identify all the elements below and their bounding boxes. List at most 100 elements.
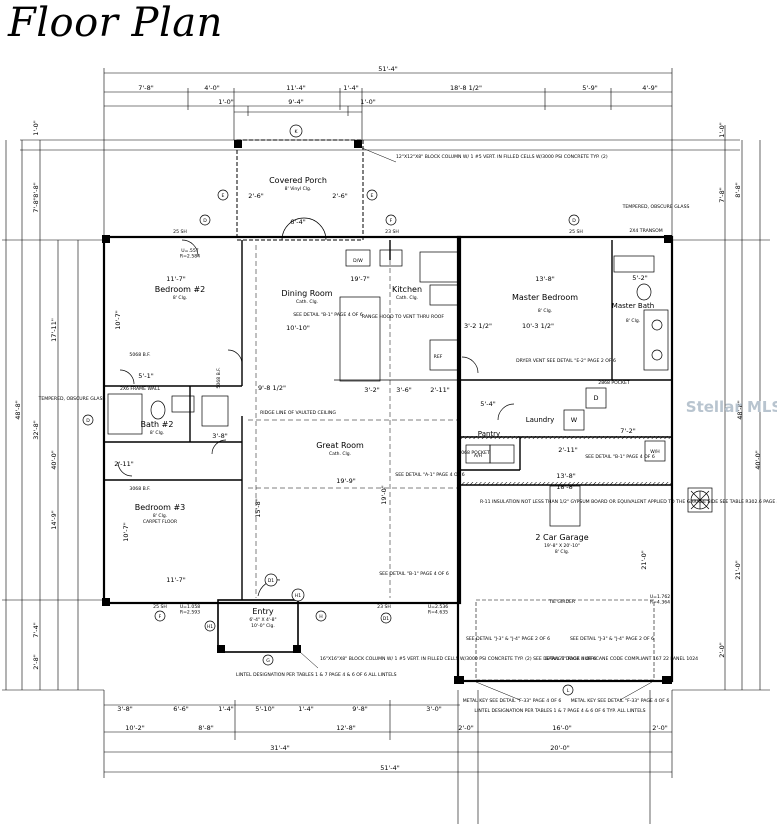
- exhaust-fan-symbol: [687, 487, 713, 513]
- note-appliance: D: [593, 394, 598, 402]
- dim-bottom-overall: 51'-4": [380, 764, 400, 772]
- room-sub: 8' Vinyl Clg.: [285, 186, 312, 192]
- detail-marker-label: E: [371, 193, 374, 199]
- detail-marker-label: D1: [383, 616, 390, 622]
- garage-door: [475, 599, 655, 681]
- note-appliance: D/W: [353, 258, 363, 264]
- room-sub: 8' Clg.: [626, 318, 640, 324]
- page-title: Floor Plan: [8, 0, 223, 46]
- dim-interior: 10'-10": [286, 324, 310, 332]
- dim-interior: 11'-7": [166, 275, 186, 283]
- dim-right: 48'-8": [736, 400, 744, 420]
- dim-bottom: 1'-4": [218, 705, 233, 713]
- dim-left: 40'-0": [50, 450, 58, 470]
- room-sub: CARPET FLOOR: [143, 519, 177, 525]
- dim-bottom: 3'-0": [426, 705, 441, 713]
- room-name-garage: 2 Car Garage: [535, 533, 588, 542]
- room-name-dining: Dining Room: [281, 289, 332, 298]
- room-sub: 10'-0" Clg.: [251, 623, 275, 629]
- detail-marker-label: H1: [207, 624, 213, 630]
- dim-bottom: 3'-8": [117, 705, 132, 713]
- hatched-walls: [458, 436, 672, 485]
- room-name-laundry: Laundry: [526, 416, 555, 424]
- dim-top: 1'-4": [343, 84, 358, 92]
- dim-bottom: 2'-0": [458, 724, 473, 732]
- dim-bottom: 1'-4": [298, 705, 313, 713]
- dim-left: 2'-8": [32, 654, 40, 669]
- dim-right: 21'-0": [734, 560, 742, 580]
- side-dimensions: [2, 125, 770, 691]
- dim-interior: 3'-2": [364, 386, 379, 394]
- room-name-bedroom-3: Bedroom #3: [135, 503, 186, 512]
- dim-interior: 2'-11": [114, 460, 134, 468]
- room-name-great-room: Great Room: [316, 441, 364, 450]
- dim-interior: 2'-11": [558, 446, 578, 454]
- dim-interior: 3'-6": [396, 386, 411, 394]
- detail-marker-label: D: [203, 218, 207, 224]
- detail-marker-label: E: [222, 193, 225, 199]
- detail-marker-label: K: [294, 129, 298, 135]
- dim-top: 4'-0": [204, 84, 219, 92]
- dim-interior: 10'-3 1/2": [522, 322, 554, 330]
- note-window: 23 SH: [385, 229, 399, 235]
- dim-interior: 10'-7": [114, 310, 122, 330]
- dim-interior: 18'-8": [556, 483, 576, 491]
- ceiling-lines: [248, 245, 458, 598]
- note-pocket: 2868 POCKET: [598, 380, 630, 386]
- dim-interior: 10'-7": [122, 522, 130, 542]
- note-see-detail: SEE DETAIL "B-1" PAGE 4 OF 6: [293, 312, 363, 318]
- room-name-pantry: Pantry: [478, 430, 500, 438]
- room-name-covered-porch: Covered Porch: [269, 176, 327, 185]
- dim-interior: 9'-8 1/2": [258, 384, 286, 392]
- detail-marker-label: L: [567, 688, 570, 694]
- watermark: Stellar MLS: [686, 398, 777, 416]
- note-window: 25 SH: [173, 229, 187, 235]
- room-sub: 8' Clg.: [538, 308, 552, 314]
- room-name-entry: Entry: [252, 607, 274, 616]
- dim-bottom: 12'-8": [336, 724, 356, 732]
- dim-top: 1'-0": [360, 98, 375, 106]
- leader-lines: [299, 147, 653, 701]
- note-see-detail: SEE DETAIL "J-3" & "J-4" PAGE 2 OF 6: [570, 636, 654, 642]
- dim-left: 48'-8": [14, 400, 22, 420]
- room-sub: Cath. Clg.: [329, 451, 351, 457]
- note-window: 25 SH: [569, 229, 583, 235]
- dim-interior: 2'-6": [248, 192, 263, 200]
- note-insulation: R-11 INSULATION NOT LESS THAN 1/2" GYPSU…: [480, 499, 777, 505]
- dim-bottom: 20'-0": [550, 744, 570, 752]
- note-window: 25 SH: [153, 604, 167, 610]
- dim-left: 7'-8": [32, 197, 40, 212]
- dim-top: 9'-4": [288, 98, 303, 106]
- note-window: 23 SH: [377, 604, 391, 610]
- dim-interior: 13'-8": [556, 472, 576, 480]
- dim-interior: 5'-4": [480, 400, 495, 408]
- detail-markers: [82, 124, 580, 696]
- dim-top: 11'-4": [286, 84, 306, 92]
- detail-marker-label: G: [266, 658, 270, 664]
- note-appliance: W/H: [650, 449, 660, 455]
- note-see-detail: SEE DETAIL "J-3" & "J-4" PAGE 2 OF 6: [466, 636, 550, 642]
- note-frame-wall: 2X6 FRAME WALL: [120, 386, 161, 392]
- note-appliance: A/H: [474, 453, 482, 459]
- dim-bottom: 31'-4": [270, 744, 290, 752]
- detail-marker-label: H: [319, 614, 322, 620]
- dim-bottom: 9'-8": [352, 705, 367, 713]
- dim-left: 7'-4": [32, 622, 40, 637]
- note-see-detail: SEE DETAIL "B-1" PAGE 4 OF 6: [379, 571, 449, 577]
- note-ridge: RIDGE LINE OF VAULTED CEILING: [260, 410, 336, 416]
- note-appliance: REF: [434, 354, 443, 360]
- dim-bottom: 5'-10": [255, 705, 275, 713]
- dim-right: 2'-0": [718, 642, 726, 657]
- dim-bottom: 2'-0": [652, 724, 667, 732]
- detail-marker-label: D1: [268, 578, 275, 584]
- dim-right: 40'-0": [754, 450, 762, 470]
- room-name-master-bedroom: Master Bedroom: [512, 293, 578, 302]
- note-tempered: TEMPERED, OBSCURE GLASS: [622, 204, 690, 210]
- room-name-master-bath: Master Bath: [612, 302, 654, 310]
- dim-left: 17'-11": [50, 318, 58, 342]
- kitchen-counters: [107, 249, 669, 527]
